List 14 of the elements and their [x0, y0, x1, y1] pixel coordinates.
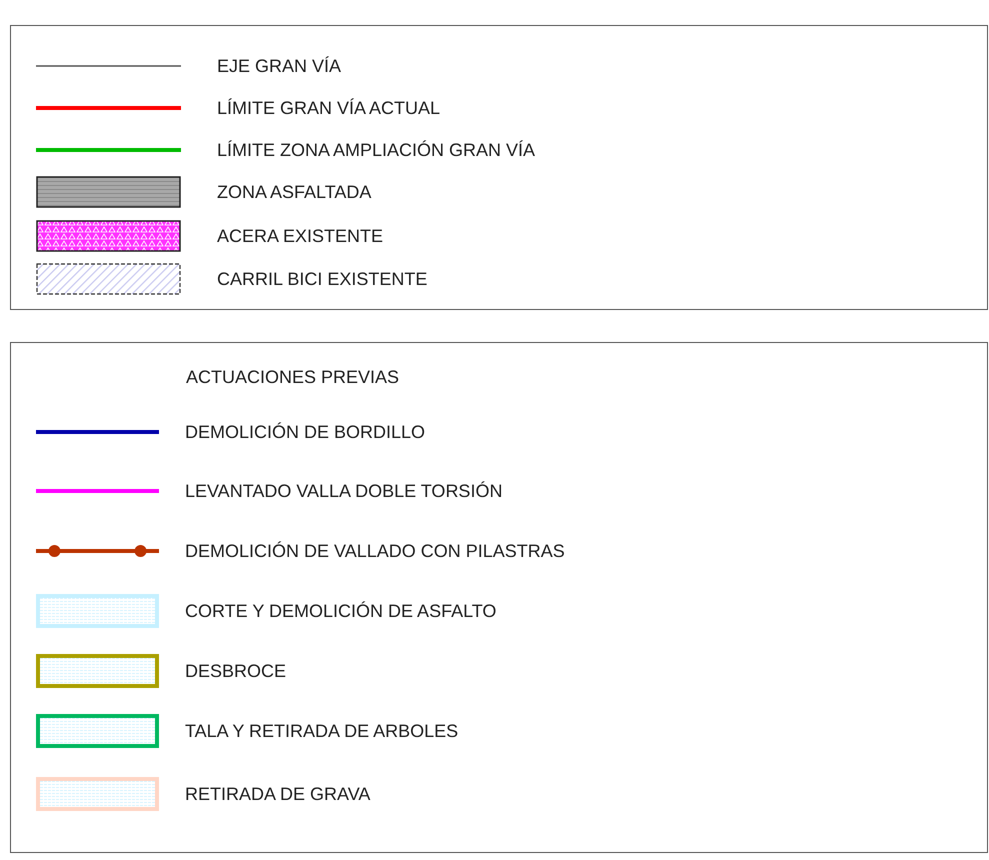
legend-text: TALA Y RETIRADA DE ARBOLES — [185, 722, 458, 740]
legend-text: CARRIL BICI EXISTENTE — [217, 270, 428, 288]
legend-text: ZONA ASFALTADA — [217, 183, 372, 201]
legend-text: DEMOLICIÓN DE VALLADO CON PILASTRAS — [185, 542, 565, 560]
legend-text: EJE GRAN VÍA — [217, 57, 342, 75]
legend-text: LEVANTADO VALLA DOBLE TORSIÓN — [185, 482, 502, 500]
legend-text: DESBROCE — [185, 662, 286, 680]
legend-text: LÍMITE ZONA AMPLIACIÓN GRAN VÍA — [217, 141, 536, 159]
legend-text: ACERA EXISTENTE — [217, 227, 384, 245]
legend-text: CORTE Y DEMOLICIÓN DE ASFALTO — [185, 602, 496, 620]
legend-heading: ACTUACIONES PREVIAS — [186, 368, 400, 386]
legend-text: LÍMITE GRAN VÍA ACTUAL — [217, 99, 440, 117]
legend-text: DEMOLICIÓN DE BORDILLO — [185, 423, 426, 441]
legend-text: RETIRADA DE GRAVA — [185, 785, 370, 803]
